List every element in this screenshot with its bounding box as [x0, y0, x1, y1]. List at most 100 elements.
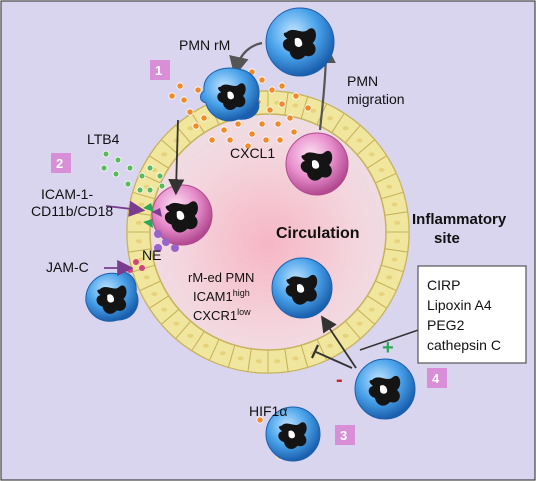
endothelial-nucleus	[151, 292, 158, 297]
factor-box	[417, 265, 527, 364]
label-icam1-high: ICAM1high	[193, 288, 250, 304]
factor-item-1: Lipoxin A4	[427, 297, 492, 313]
chemokine-dot	[276, 136, 284, 144]
endothelial-nucleus	[342, 333, 349, 338]
chemokine-dot	[258, 76, 266, 84]
badge-2: 2	[51, 153, 71, 173]
label-ltb4: LTB4	[87, 131, 120, 147]
label-inflammatory-2: site	[434, 230, 460, 247]
chemokine-dot	[266, 106, 274, 114]
endothelial-nucleus	[187, 126, 194, 131]
neutrophil-reverse-migrating	[200, 67, 260, 122]
chemokine-dot	[244, 142, 252, 150]
neutrophil-transmigrating-left	[85, 271, 139, 322]
chemokine-dot	[192, 122, 200, 130]
label-circulation: Circulation	[276, 225, 360, 242]
chemokine-dot	[180, 96, 188, 104]
endothelial-nucleus	[202, 343, 209, 348]
neutrophil-inflammatory-site	[354, 358, 416, 420]
chemokine-dot	[278, 82, 286, 90]
chemokine-dot	[194, 86, 202, 94]
factor-item-3: cathepsin C	[427, 337, 501, 353]
chemokine-dot	[208, 136, 216, 144]
chemokine-dot	[258, 120, 266, 128]
ltb4-dot	[126, 164, 134, 172]
chemokine-dot	[268, 86, 276, 94]
label-pmn-rm: PMN rM	[179, 37, 230, 53]
endothelial-nucleus	[237, 356, 244, 361]
endothelial-nucleus	[310, 108, 317, 113]
ltb4-dot	[158, 182, 166, 190]
ltb4-dot	[100, 164, 108, 172]
ltb4-dot	[146, 164, 154, 172]
label-icam-line1: ICAM-1-	[41, 186, 93, 202]
endothelial-nucleus	[138, 257, 145, 262]
endothelial-nucleus	[173, 138, 180, 143]
neutrophil-rm-ed-pmn	[271, 257, 333, 319]
label-hif1a: HIF1α	[249, 403, 287, 419]
endothelial-nucleus	[327, 116, 334, 121]
label-jam-c: JAM-C	[46, 259, 89, 275]
label-pmn-migration-2: migration	[347, 91, 405, 107]
endothelial-nucleus	[187, 333, 194, 338]
ltb4-dot	[138, 172, 146, 180]
chemokine-dot	[168, 92, 176, 100]
chemokine-dot	[292, 92, 300, 100]
adhesion-markers	[127, 203, 179, 273]
chemokine-dot	[304, 104, 312, 112]
ltb4-arrow	[168, 119, 185, 196]
factor-item-0: CIRP	[427, 277, 460, 293]
neutrophil-top-right	[265, 7, 335, 77]
endothelial-nucleus	[143, 275, 150, 280]
endothelial-nucleus	[386, 275, 393, 280]
ltb4-dot	[136, 186, 144, 194]
endothelial-nucleus	[391, 257, 398, 262]
minus-sign: -	[336, 369, 343, 391]
neutrophil-hif1a	[265, 406, 321, 462]
endothelial-nucleus	[342, 126, 349, 131]
endothelial-nucleus	[391, 202, 398, 207]
ltb4-dot	[102, 150, 110, 158]
endothelial-nucleus	[161, 152, 168, 157]
ltb4-dot	[146, 186, 154, 194]
svg-text:2: 2	[56, 156, 63, 171]
endothelial-nucleus	[356, 321, 363, 326]
endothelial-nucleus	[138, 202, 145, 207]
endothelial-nucleus	[394, 220, 401, 225]
chemokine-dot	[278, 100, 286, 108]
pmn-rm-arrow	[229, 41, 263, 77]
label-rm-ed-pmn: rM-ed PMN	[188, 270, 254, 285]
badge-1: 1	[150, 60, 170, 80]
chemokine-dot	[186, 108, 194, 116]
endothelial-nucleus	[378, 167, 385, 172]
endothelial-nucleus	[135, 220, 142, 225]
label-inflammatory-1: Inflammatory	[412, 211, 507, 228]
endothelial-nucleus	[378, 292, 385, 297]
neutrophil-pink-migrating	[285, 132, 349, 196]
chemokine-dot	[262, 136, 270, 144]
label-pmn-migration-1: PMN	[347, 73, 378, 89]
endothelial-nucleus	[386, 184, 393, 189]
svg-text:1: 1	[155, 63, 162, 78]
chemokine-dot	[290, 128, 298, 136]
reverse-migration-arrow	[321, 315, 357, 369]
label-icam-line2: CD11b/CD18	[31, 203, 113, 219]
chemokine-dot	[274, 120, 282, 128]
endothelial-nucleus	[327, 343, 334, 348]
label-cxcl1: CXCL1	[230, 145, 275, 161]
endothelial-nucleus	[394, 239, 401, 244]
label-ne: NE	[142, 247, 161, 263]
chemokine-dot	[234, 120, 242, 128]
ltb4-dot	[156, 172, 164, 180]
chemokine-dot	[226, 136, 234, 144]
chemokine-dot	[176, 82, 184, 90]
chemokine-dot	[248, 130, 256, 138]
endothelial-nucleus	[161, 307, 168, 312]
hif1a-inhibition-line	[315, 351, 353, 369]
factor-item-2: PEG2	[427, 317, 465, 333]
ltb4-dot	[124, 180, 132, 188]
ltb4-dot	[112, 170, 120, 178]
chemokine-dot	[286, 114, 294, 122]
chemokine-dot	[220, 126, 228, 134]
